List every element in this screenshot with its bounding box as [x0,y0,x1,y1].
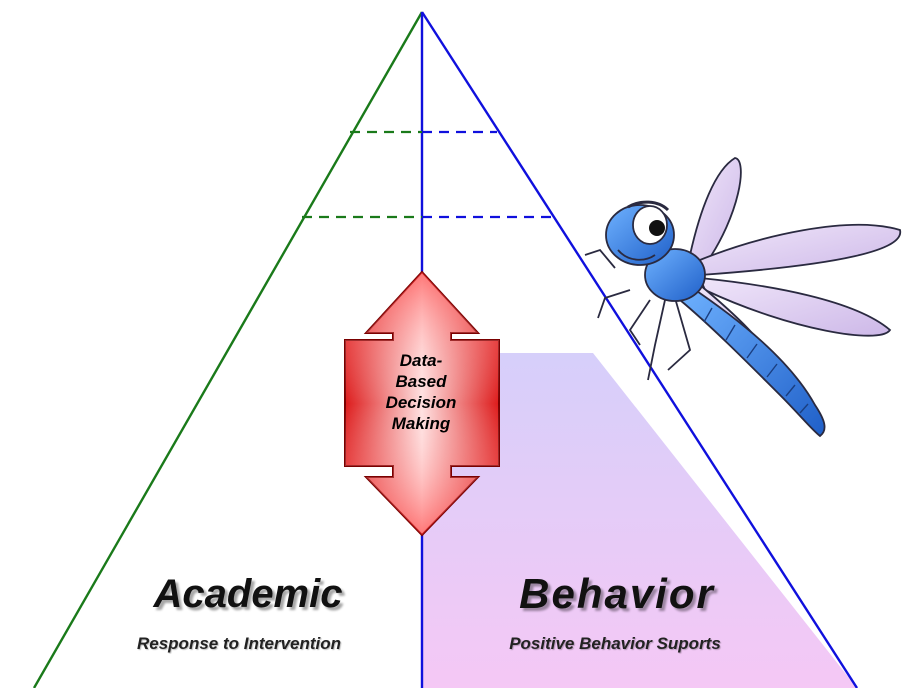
arrow-label-line-4: Making [391,414,451,433]
arrow-label: Data- Based Decision Making [355,350,487,434]
behavior-shaded-region [422,353,857,688]
arrow-label-line-3: Decision [385,393,457,412]
arrow-label-line-2: Based [395,372,447,391]
academic-title: Academic [153,572,343,616]
behavior-title: Behavior [519,570,715,617]
academic-side-line [32,11,424,688]
academic-subtitle: Response to Intervention [136,634,342,653]
behavior-subtitle: Positive Behavior Suports [509,634,721,653]
dragonfly-illustration [584,157,902,438]
behavior-side-line [420,11,859,688]
data-decision-arrow [344,270,500,537]
arrow-label-line-1: Data- [399,351,443,370]
